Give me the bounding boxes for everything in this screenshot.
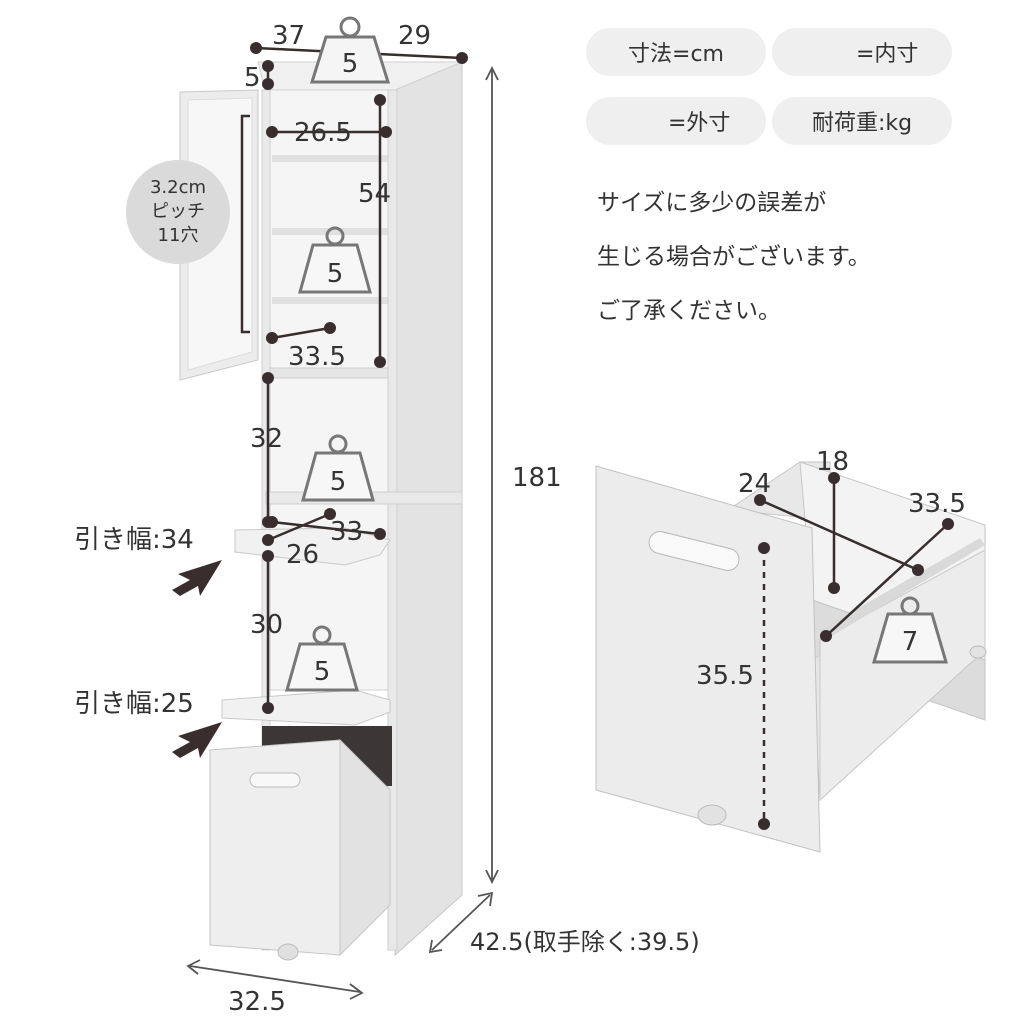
load-middle-value: 5 — [330, 467, 347, 497]
load-upper-value: 5 — [327, 259, 344, 289]
load-top-value: 5 — [342, 49, 359, 79]
notice-line-2: 生じる場合がございます。 — [597, 244, 871, 270]
pitch-badge: 3.2cm ピッチ 11穴 — [126, 160, 230, 264]
drawer-handle — [249, 772, 301, 788]
notice-line-1: サイズに多少の誤差が — [597, 190, 827, 216]
dimension-lines — [240, 42, 468, 714]
dim-top-width-right: 29 — [398, 21, 431, 51]
bottom-drawer-front — [209, 739, 341, 956]
dim-slide-width: 26 — [286, 540, 319, 570]
cabinet-side-panel — [394, 61, 463, 957]
pull-arrow-lower-icon — [172, 722, 222, 758]
legend-outer: =外寸 — [586, 97, 766, 145]
legend-inner: =内寸 — [772, 28, 952, 76]
legend-load: 耐荷重:kg — [772, 97, 952, 145]
cabinet-front-edge-right — [387, 89, 398, 951]
slide-tray-lower — [221, 689, 391, 726]
dim-total-height: 181 — [512, 463, 562, 493]
legend-unit: 寸法=cm — [586, 28, 766, 76]
cabinet-dimension-labels: 37 29 5 26.5 54 33.5 32 33 26 30 181 42.… — [74, 21, 700, 1017]
notice-text: サイズに多少の誤差が 生じる場合がございます。 ご了承ください。 — [597, 176, 997, 338]
caster — [277, 943, 299, 961]
weight-top-icon — [309, 16, 391, 84]
pull-width-lower: 引き幅:25 — [74, 689, 194, 719]
pull-arrow-upper-icon — [172, 560, 222, 596]
weight-middle-icon — [301, 434, 375, 502]
dim-slide-depth: 33 — [330, 517, 363, 547]
drawer-dimension-labels: 24 18 33.5 35.5 — [696, 447, 966, 691]
drawer-dim-width: 24 — [738, 469, 771, 499]
dim-shelf-inner-height: 54 — [358, 179, 391, 209]
weight-upper-icon — [298, 226, 372, 294]
drawer-caster — [697, 804, 727, 826]
pitch-line-2: ピッチ — [151, 201, 205, 222]
load-lower-value: 5 — [314, 657, 331, 687]
drawer-load-value: 7 — [902, 627, 919, 657]
pitch-line-1: 3.2cm — [149, 177, 207, 198]
drawer-dim-depth: 33.5 — [908, 489, 966, 519]
dim-width: 32.5 — [228, 987, 286, 1017]
dim-depth: 42.5(取手除く:39.5) — [470, 928, 700, 956]
drawer-dimension-lines — [754, 472, 954, 830]
dim-top-width-left: 37 — [272, 21, 305, 51]
dim-middle-height: 32 — [250, 424, 283, 454]
drawer-dim-height: 35.5 — [696, 661, 754, 691]
shelf-1 — [272, 155, 392, 162]
outer-dimension-lines — [186, 65, 499, 1000]
dim-lower-height: 30 — [250, 610, 283, 640]
dim-shelf-inner-width: 26.5 — [294, 118, 352, 148]
pull-arrows — [172, 560, 222, 758]
notice-line-3: ご了承ください。 — [597, 298, 781, 324]
dim-top-depth: 5 — [244, 63, 261, 93]
drawer-front-panel — [595, 465, 821, 853]
weight-lower-icon — [285, 625, 359, 692]
shelf-2 — [272, 228, 392, 235]
cabinet-interior — [267, 89, 396, 691]
dim-shelf-inner-depth: 33.5 — [288, 342, 346, 372]
drawer-dim-depth-small: 18 — [816, 447, 849, 477]
pull-width-upper: 引き幅:34 — [74, 525, 194, 555]
weight-drawer-icon — [872, 596, 948, 664]
drawer-detail-handle — [648, 531, 740, 571]
shelf-3 — [272, 297, 392, 304]
pitch-line-3: 11穴 — [157, 225, 199, 246]
bottom-drawer-side — [339, 738, 391, 957]
